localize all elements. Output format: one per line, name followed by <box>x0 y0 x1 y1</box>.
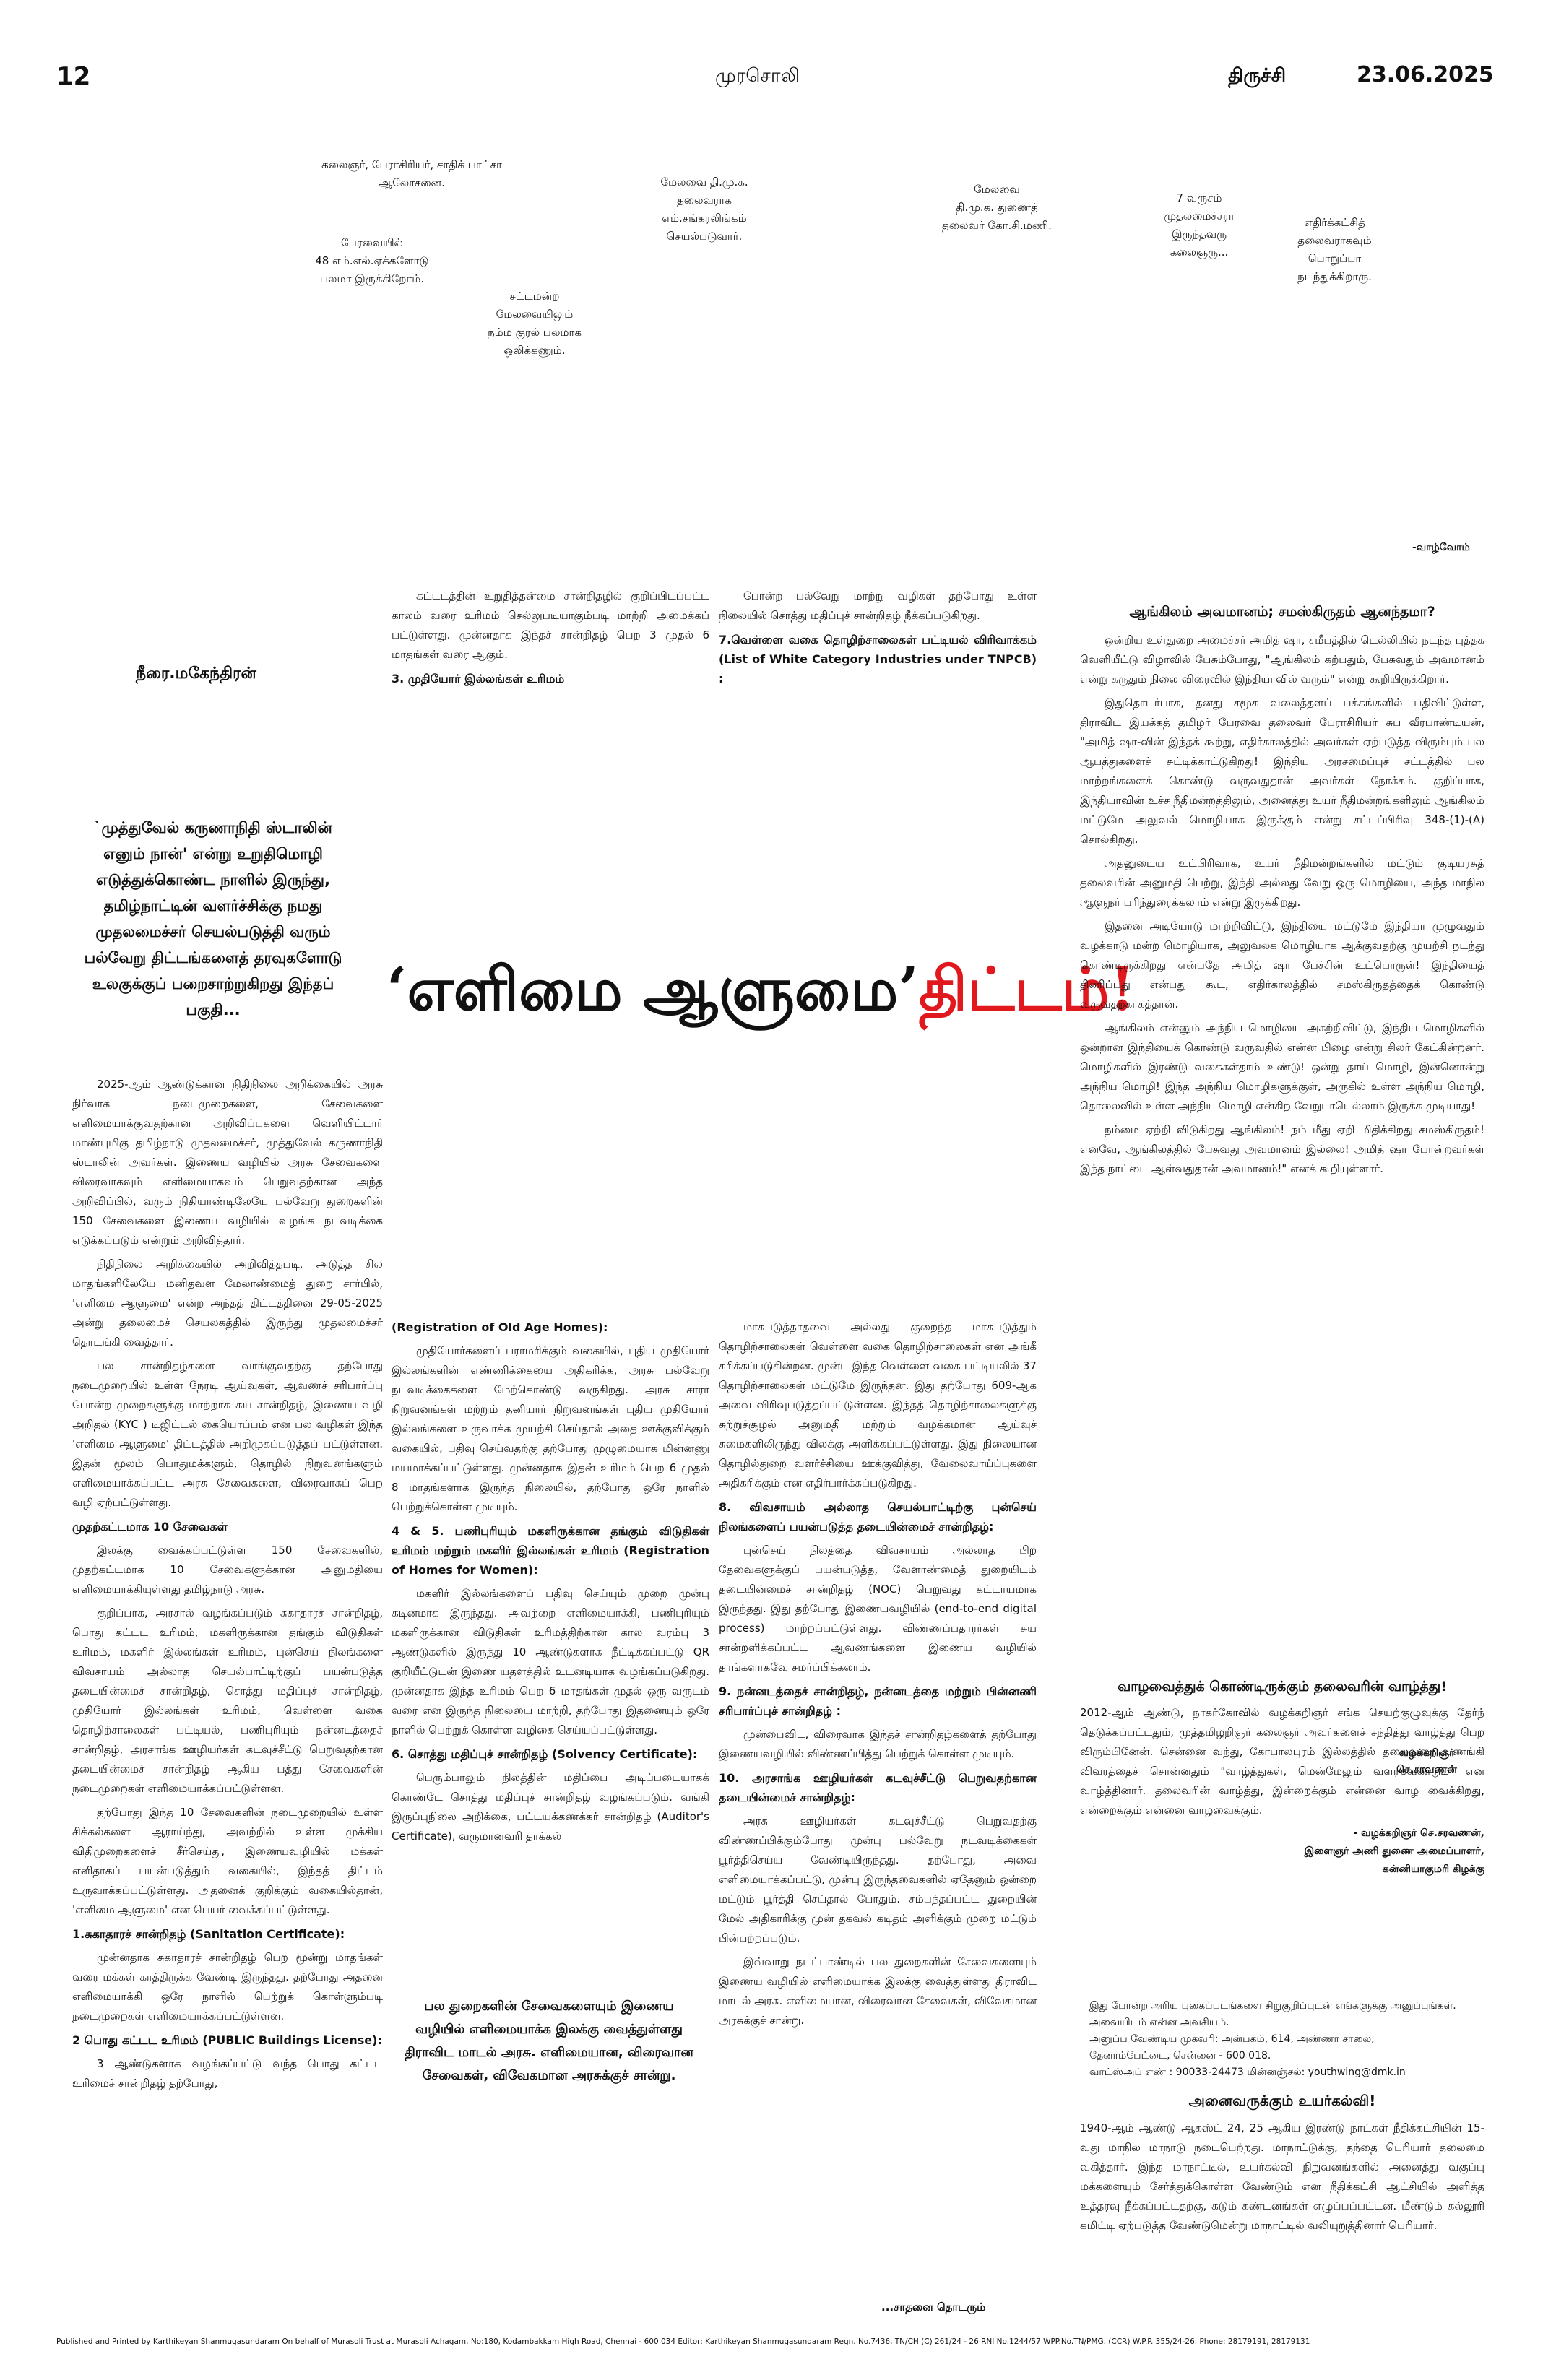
side-article-education: அனைவருக்கும் உயர்கல்வி! 1940-ஆம் ஆண்டு ஆ… <box>1080 2092 1484 2240</box>
col2-paragraph: முதியோர்களைப் பராமரிக்கும் வகையில், புதி… <box>392 1344 709 1513</box>
footer-imprint: Published and Printed by Karthikeyan Sha… <box>56 2337 1310 2346</box>
article-col-3: மாசுபடுத்தாதவை அல்லது குறைந்த மாசுபடுத்த… <box>719 1317 1037 2035</box>
col3top-paragraph: போன்ற பல்வேறு மாற்று வழிகள் தற்போது உள்ள… <box>719 589 1037 622</box>
col1-paragraph: இலக்கு வைக்கப்பட்டுள்ள 150 சேவைகளில், மு… <box>72 1544 383 1596</box>
col1-paragraph: முன்னதாக சுகாதாரச் சான்றிதழ் பெற மூன்று … <box>72 1951 383 2022</box>
headline-black: ‘எளிமை ஆளுமை’ <box>386 955 919 1024</box>
side2-title: வாழவைத்துக் கொண்டிருக்கும் தலைவரின் வாழ்… <box>1118 1679 1447 1695</box>
cartoon-caption-7: எதிர்க்கட்சித் தலைவராகவும் பொறுப்பா நடந்… <box>1297 216 1372 283</box>
col2-paragraph: பெரும்பாலும் நிலத்தின் மதிப்பை அடிப்படைய… <box>392 1771 709 1843</box>
col3-paragraph: இவ்வாறு நடப்பாண்டில் பல துறைகளின் சேவைகள… <box>719 1955 1037 2027</box>
issue-date: 23.06.2025 <box>1357 62 1494 87</box>
col2top-paragraph: கட்டடத்தின் உறுதித்தன்மை சான்றிதழில் குற… <box>392 589 709 661</box>
col3-subhead: 9. நன்னடத்தைச் சான்றிதழ், நன்னடத்தை மற்ற… <box>719 1684 1037 1718</box>
cartoon-caption-2: பேரவையில் 48 எம்.எல்.ஏக்களோடு பலமா இருக்… <box>315 236 429 285</box>
cartoon-caption-6: 7 வருசம் முதலமைச்சரா இருந்தவரு கலைஞரு... <box>1164 191 1235 259</box>
article-col-2-top: கட்டடத்தின் உறுதித்தன்மை சான்றிதழில் குற… <box>392 587 709 693</box>
col3top-subhead: 7.வெள்ளை வகை தொழிற்சாலைகள் பட்டியல் விரி… <box>719 633 1037 685</box>
page-number: 12 <box>56 62 91 91</box>
side2-body: வழக்கறிஞர் செ.சரவணன் 2012-ஆம் ஆண்டு, நாக… <box>1080 1703 1484 1820</box>
cartoon-caption-5: மேலவை தி.மு.க. துணைத் தலைவர் கோ.சி.மணி. <box>942 183 1052 232</box>
col2top-subhead: 3. முதியோர் இல்லங்கள் உரிமம் <box>392 672 565 685</box>
headline-red: திட்டம்! <box>918 955 1136 1024</box>
cartoon-signature: -வாழ்வோம் <box>1412 542 1470 553</box>
col1-paragraph: பல சான்றிதழ்களை வாங்குவதற்கு தற்போது நடை… <box>72 1359 383 1509</box>
side3-body: 1940-ஆம் ஆண்டு ஆகஸ்ட் 24, 25 ஆகிய இரண்டு… <box>1080 2119 1484 2236</box>
side1-paragraph: ஆங்கிலம் என்னும் அந்நிய மொழியை அகற்றிவிட… <box>1080 1021 1484 1112</box>
col3-subhead: 10. அரசாங்க ஊழியர்கள் கடவுச்சீட்டு பெறுவ… <box>719 1771 1037 1804</box>
article-col-3-top: போன்ற பல்வேறு மாற்று வழிகள் தற்போது உள்ள… <box>719 587 1037 693</box>
side1-paragraph: இதனை அடியோடு மாற்றிவிட்டு, இந்தியை மட்டு… <box>1080 919 1484 1011</box>
col3-paragraph: அரசு ஊழியர்கள் கடவுச்சீட்டு பெறுவதற்கு வ… <box>719 1814 1037 1944</box>
col1-paragraph: தற்போது இந்த 10 சேவைகளின் நடைமுறையில் உள… <box>72 1806 383 1916</box>
headline: ‘எளிமை ஆளுமை’திட்டம்! <box>386 955 1136 1032</box>
col2-paragraph: மகளிர் இல்லங்களைப் பதிவு செய்யும் முறை ம… <box>392 1587 709 1736</box>
col1-paragraph: நிதிநிலை அறிக்கையில் அறிவித்தபடி, அடுத்த… <box>72 1258 383 1349</box>
paper-name: முரசொலி <box>715 65 800 87</box>
col1-paragraph: 3 ஆண்டுகளாக வழங்கப்பட்டு வந்த பொது கட்டட… <box>72 2057 383 2090</box>
byline: நீரை.மகேந்திரன் <box>136 665 256 683</box>
side3-title: அனைவருக்கும் உயர்கல்வி! <box>1188 2092 1376 2109</box>
col3-paragraph: மாசுபடுத்தாதவை அல்லது குறைந்த மாசுபடுத்த… <box>719 1320 1037 1489</box>
edition: திருச்சி <box>1228 65 1287 87</box>
side-article-english: ஆங்கிலம் அவமானம்; சமஸ்கிருதம் ஆனந்தமா? ஒ… <box>1080 604 1484 1183</box>
side1-paragraph: அதனுடைய உட்பிரிவாக, உயர் நீதிமன்றங்களில்… <box>1080 857 1484 909</box>
side1-title: ஆங்கிலம் அவமானம்; சமஸ்கிருதம் ஆனந்தமா? <box>1129 604 1435 620</box>
notice-address-2: தேனாம்பேட்டை, சென்னை - 600 018. <box>1089 2050 1271 2061</box>
side1-paragraph: நம்மை ஏற்றி விடுகிறது ஆங்கிலம்! நம் மீது… <box>1080 1123 1484 1175</box>
side1-paragraph: இதுதொடர்பாக, தனது சமூக வலைத்தளப் பக்கங்க… <box>1080 696 1484 846</box>
col3-subhead: 8. விவசாயம் அல்லாத செயல்பாட்டிற்கு புன்ச… <box>719 1500 1037 1533</box>
col2-subhead: 6. சொத்து மதிப்புச் சான்றிதழ் (Solvency … <box>392 1747 698 1761</box>
cartoon-caption-3: சட்டமன்ற மேலவையிலும் நம்ம குரல் பலமாக ஒல… <box>488 290 582 357</box>
submission-notice: இது போன்ற அரிய புகைப்படங்களை சிறுகுறிப்ப… <box>1089 1998 1487 2081</box>
notice-text: இது போன்ற அரிய புகைப்படங்களை சிறுகுறிப்ப… <box>1089 2000 1456 2028</box>
side2-signature: - வழக்கறிஞர் செ.சரவணன், இளைஞர் அணி துணை … <box>1304 1827 1484 1875</box>
col2-subhead: 4 & 5. பணிபுரியும் மகளிருக்கான தங்கும் வ… <box>392 1524 709 1577</box>
side-article-greeting: வாழவைத்துக் கொண்டிருக்கும் தலைவரின் வாழ்… <box>1080 1676 1484 1879</box>
article-col-2: (Registration of Old Age Homes): முதியோர்… <box>392 1317 709 1851</box>
intro-text: `முத்துவேல் கருணாநிதி ஸ்டாலின் எனும் நான… <box>84 819 342 1018</box>
cartoon-caption-4: மேலவை தி.மு.க. தலைவராக எம்.சங்கரலிங்கம் … <box>660 176 748 243</box>
col1-paragraph: 2025-ஆம் ஆண்டுக்கான நிதிநிலை அறிக்கையில்… <box>72 1078 383 1247</box>
side2-photo-name: வழக்கறிஞர் செ.சரவணன் <box>1396 1747 1457 1775</box>
col3-paragraph: முன்பைவிட, விரைவாக இந்தச் சான்றிதழ்களைத்… <box>719 1728 1037 1760</box>
col2-subhead: (Registration of Old Age Homes): <box>392 1320 608 1334</box>
col1-subhead: 2 பொது கட்டட உரிமம் (PUBLIC Buildings Li… <box>72 2033 382 2047</box>
cartoon-caption-1: கலைஞர், பேராசிரியர், சாதிக் பாட்சா ஆலோசன… <box>321 158 502 189</box>
col1-paragraph: குறிப்பாக, அரசால் வழங்கப்படும் சுகாதாரச்… <box>72 1606 383 1795</box>
notice-address-1: அனுப்ப வேண்டிய முகவரி: அன்பகம், 614, அண்… <box>1089 2033 1375 2045</box>
side1-body: ஒன்றிய உள்துறை அமைச்சர் அமித் ஷா, சமீபத்… <box>1080 631 1484 1179</box>
continued-note: ...சாதனை தொடரும் <box>881 2301 986 2314</box>
pull-quote: பல துறைகளின் சேவைகளையும் இணைய வழியில் எள… <box>405 1999 693 2083</box>
side2-body-text: 2012-ஆம் ஆண்டு, நாகர்கோவில் வழக்கறிஞர் ச… <box>1080 1706 1484 1817</box>
col1-subhead: முதற்கட்டமாக 10 சேவைகள் <box>72 1520 228 1533</box>
notice-contact: வாட்ஸ்அப் எண் : 90033-24473 மின்னஞ்சல்: … <box>1089 2067 1406 2078</box>
col3-paragraph: புன்செய் நிலத்தை விவசாயம் அல்லாத பிற தேவ… <box>719 1544 1037 1674</box>
side1-paragraph: ஒன்றிய உள்துறை அமைச்சர் அமித் ஷா, சமீபத்… <box>1080 633 1484 685</box>
side3-body-text: 1940-ஆம் ஆண்டு ஆகஸ்ட் 24, 25 ஆகிய இரண்டு… <box>1080 2121 1484 2232</box>
article-col-1: 2025-ஆம் ஆண்டுக்கான நிதிநிலை அறிக்கையில்… <box>72 1075 383 2098</box>
col1-subhead: 1.சுகாதாரச் சான்றிதழ் (Sanitation Certif… <box>72 1927 345 1941</box>
